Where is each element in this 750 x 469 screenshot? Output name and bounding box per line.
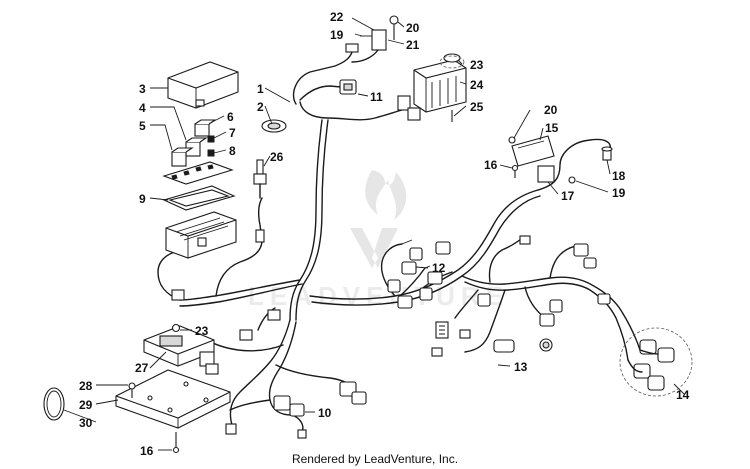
callout-27: 27 [135, 361, 149, 375]
callout-29: 29 [79, 398, 93, 412]
callout-21: 21 [406, 38, 420, 52]
callout-7: 7 [229, 126, 236, 140]
callout-labels: 1 2 3 4 5 6 7 8 9 10 11 12 13 14 15 16 1… [79, 10, 690, 458]
main-harness [157, 51, 641, 433]
voltage-regulator [397, 53, 467, 122]
callout-23-lower: 23 [195, 324, 209, 338]
callout-3: 3 [139, 82, 146, 96]
connector-11 [339, 79, 357, 95]
fuses [162, 135, 234, 185]
callout-20-upper: 20 [406, 21, 420, 35]
callout-24: 24 [470, 78, 484, 92]
callout-9: 9 [139, 192, 146, 206]
connectors-12 [387, 239, 451, 309]
callout-19-upper: 19 [330, 28, 344, 42]
relays [171, 119, 217, 167]
callout-26: 26 [270, 150, 284, 164]
connectors-14 [619, 327, 693, 397]
callout-17: 17 [561, 189, 575, 203]
gasket [162, 185, 236, 211]
sensor [253, 159, 267, 243]
watermark: LEADVENTURE [248, 170, 509, 311]
callout-5: 5 [139, 119, 146, 133]
callout-30: 30 [79, 416, 93, 430]
right-connectors [477, 235, 611, 327]
connectors-13 [431, 321, 553, 357]
upper-bracket [345, 15, 399, 63]
footer-credit: Rendered by LeadVenture, Inc. [291, 452, 459, 466]
watermark-text: LEADVENTURE [248, 281, 509, 311]
callout-25: 25 [470, 100, 484, 114]
right-bracket [508, 135, 613, 184]
callout-12: 12 [432, 261, 446, 275]
leader-lines [63, 17, 685, 451]
harness-clip [261, 119, 287, 133]
callout-13: 13 [514, 360, 528, 374]
callout-20-lower: 20 [544, 103, 558, 117]
mounting-plate [115, 369, 231, 454]
fuse-box-cover [167, 61, 239, 109]
callout-16-lower: 16 [140, 444, 154, 458]
callout-2: 2 [257, 100, 264, 114]
callout-4: 4 [139, 101, 146, 115]
callout-16-upper: 16 [484, 158, 498, 172]
callout-11: 11 [370, 90, 383, 104]
callout-10: 10 [318, 406, 332, 420]
callout-23-upper: 23 [470, 58, 484, 72]
callout-8: 8 [229, 144, 236, 158]
callout-1: 1 [257, 82, 264, 96]
callout-19-lower: 19 [612, 186, 626, 200]
fuse-block [165, 211, 237, 259]
callout-28: 28 [79, 379, 93, 393]
callout-6: 6 [227, 110, 234, 124]
callout-22: 22 [330, 10, 344, 24]
callout-14: 14 [676, 388, 690, 402]
connectors-10 [171, 289, 367, 439]
callout-15: 15 [545, 121, 559, 135]
callout-18: 18 [612, 169, 626, 183]
retaining-ring [43, 387, 65, 421]
